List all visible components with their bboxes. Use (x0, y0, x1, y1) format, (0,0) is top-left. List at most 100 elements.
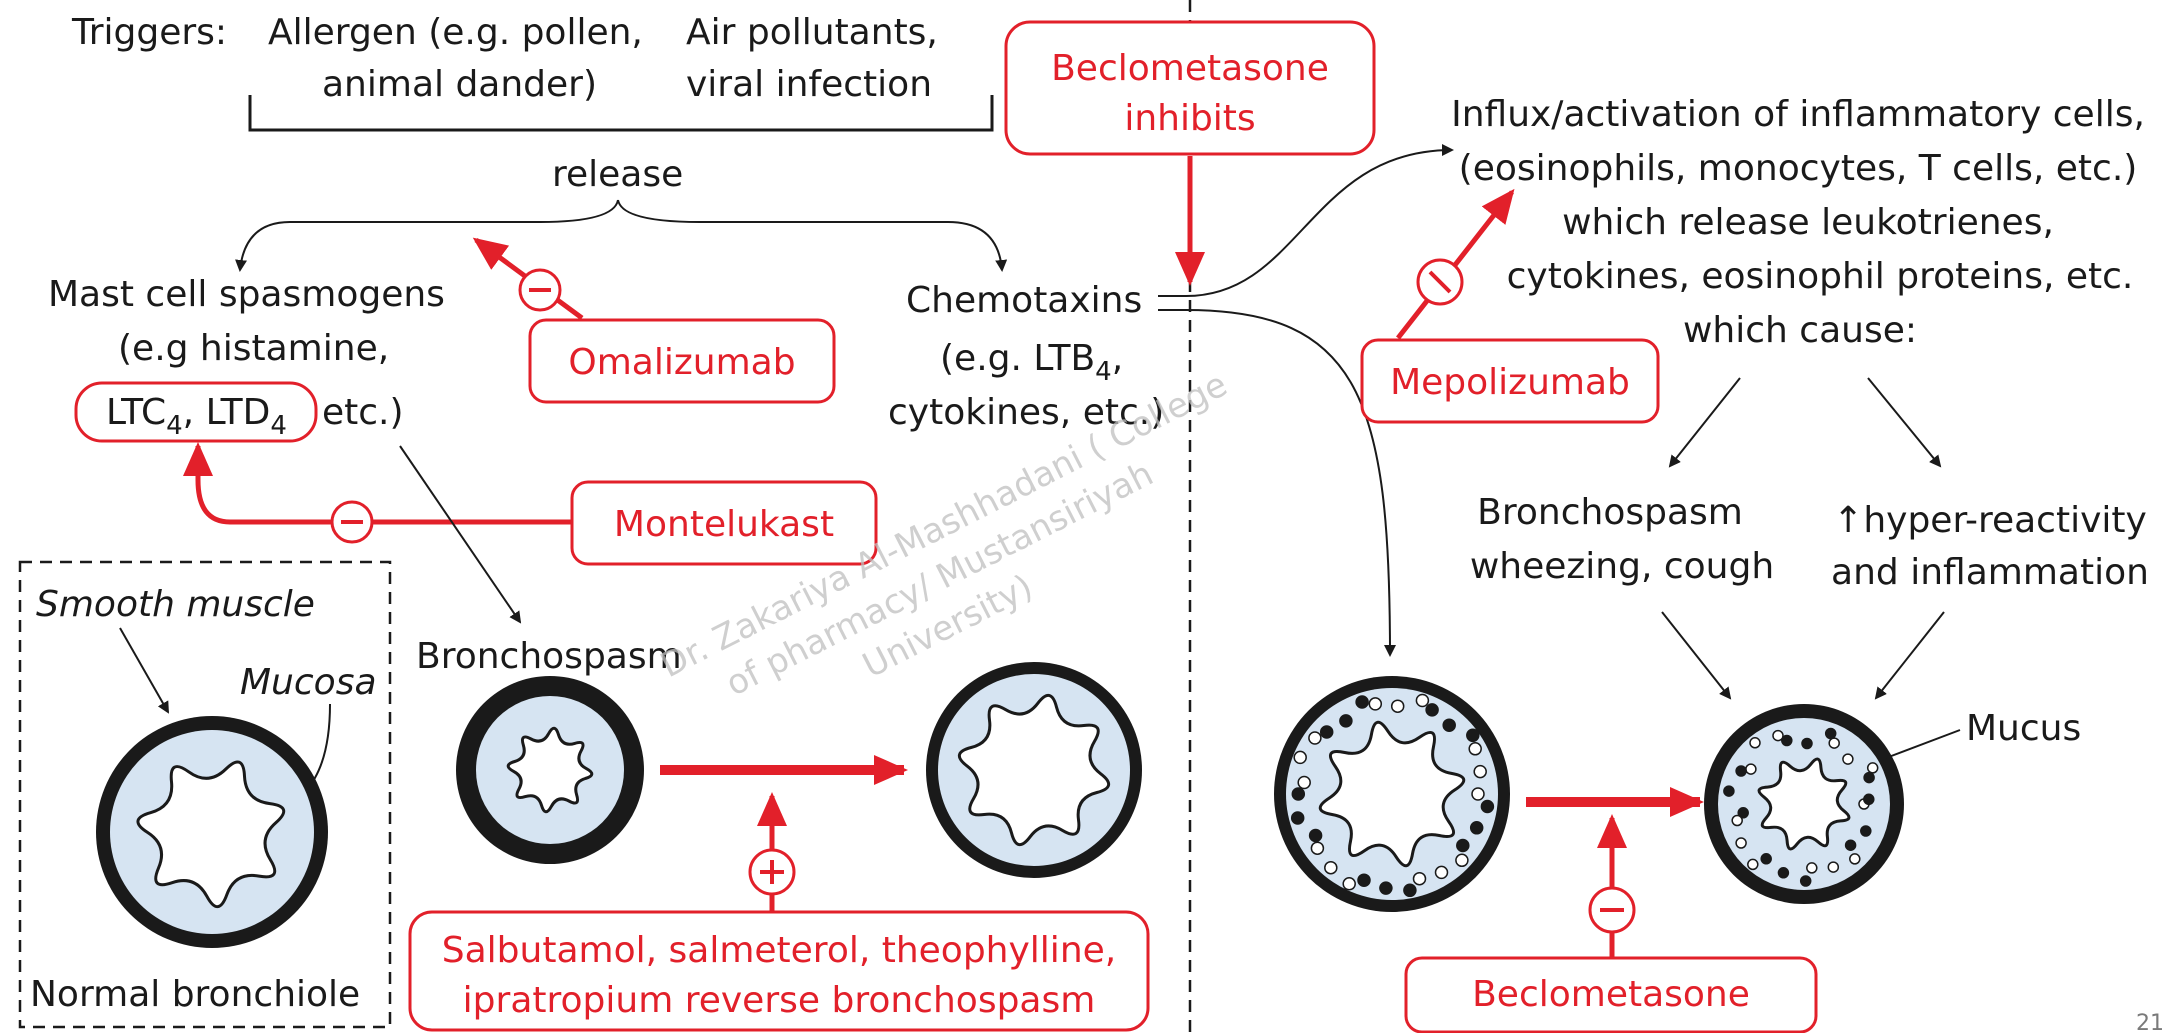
bronchospasm-label: Bronchospasm (416, 636, 682, 677)
bronchodilators-line1: Salbutamol, salmeterol, theophylline, (442, 930, 1116, 971)
inflammatory-cell (1436, 866, 1448, 878)
montelukast-label: Montelukast (614, 504, 834, 545)
arrow-to-influx (1186, 150, 1452, 296)
trigger-pollutants-line1: Air pollutants, (686, 12, 938, 53)
inflammatory-cell (1761, 854, 1771, 864)
influx-line4: cytokines, eosinophil proteins, etc. (1507, 256, 2134, 297)
inflammatory-cell (1864, 794, 1874, 804)
inflammatory-cell (1736, 766, 1746, 776)
inflammatory-cell (1778, 868, 1788, 878)
arrow-bronchospasm-to-mucus (1662, 612, 1730, 698)
inflammatory-cell (1826, 729, 1836, 739)
inflammatory-cell (1343, 878, 1355, 890)
inflammatory-cell (1850, 854, 1860, 864)
normal-bronchiole (96, 716, 328, 948)
inflammatory-cell (1807, 863, 1817, 873)
inflammatory-cell (1481, 801, 1493, 813)
inflammatory-cell (1325, 862, 1337, 874)
inflammatory-cell (1321, 726, 1333, 738)
mucus-bronchiole (1704, 704, 1904, 904)
normal-bronchiole-label: Normal bronchiole (30, 974, 360, 1015)
inflammatory-cell (1467, 729, 1479, 741)
inflammatory-cell (1392, 700, 1404, 712)
inflammatory-cell (1369, 698, 1381, 710)
chemotaxins-label: Chemotaxins (906, 280, 1142, 321)
inflammatory-cell (1843, 754, 1853, 764)
trigger-pollutants-line2: viral infection (686, 64, 932, 105)
inflammatory-cell (1724, 786, 1734, 796)
inflammatory-cell (1310, 830, 1322, 842)
beclometasone-inhibits-line2: inhibits (1124, 98, 1255, 139)
effect-bronchospasm-line2: wheezing, cough (1470, 546, 1774, 587)
mucus-label: Mucus (1966, 708, 2081, 749)
inflammatory-cell (1292, 812, 1304, 824)
inflammatory-cell (1298, 777, 1310, 789)
arrow-to-hyperreactivity-effect (1868, 378, 1940, 466)
inflammatory-cell (1471, 822, 1483, 834)
inflammatory-cell (1380, 882, 1392, 894)
inflammatory-cell (1309, 732, 1321, 744)
inflammatory-cell (1443, 719, 1455, 731)
arrow-to-chemotaxins (618, 200, 1002, 270)
inflammatory-cell (1773, 731, 1783, 741)
inflammatory-cell (1292, 788, 1304, 800)
inflammatory-cell (1426, 704, 1438, 716)
inflammatory-cell (1469, 743, 1481, 755)
inflammatory-cell (1416, 695, 1428, 707)
inflammatory-cell (1356, 696, 1368, 708)
dilated-bronchiole (926, 662, 1142, 878)
beclometasone-label: Beclometasone (1472, 974, 1750, 1015)
inflammatory-cell (1732, 816, 1742, 826)
arrow-hyper-to-mucus (1876, 612, 1944, 698)
smooth-muscle-label: Smooth muscle (36, 584, 315, 625)
inflammatory-cell (1748, 859, 1758, 869)
influx-line5: which cause: (1683, 310, 1917, 351)
beclometasone-inhibits-line1: Beclometasone (1051, 48, 1329, 89)
inflammatory-cell (1746, 764, 1756, 774)
arrow-to-bronchospasm (400, 446, 520, 622)
inflammatory-cell (1311, 842, 1323, 854)
inflammatory-cell (1846, 840, 1856, 850)
effect-hyper-line1: ↑hyper-reactivity (1833, 500, 2147, 541)
inflammatory-cell (1472, 788, 1484, 800)
mucus-pointer (1886, 730, 1960, 758)
mucosa-label: Mucosa (240, 662, 377, 703)
trigger-allergen-line1: Allergen (e.g. pollen, (268, 12, 643, 53)
effect-bronchospasm-line1: Bronchospasm (1477, 492, 1743, 533)
inflammatory-cell (1861, 826, 1871, 836)
mast-cell-etc: etc.) (322, 392, 404, 433)
inflammatory-cell (1294, 751, 1306, 763)
mast-cell-leukotrienes: LTC4, LTD4 (106, 392, 287, 441)
inflammatory-cell (1868, 763, 1878, 773)
influx-line1: Influx/activation of inflammatory cells, (1451, 94, 2145, 135)
triggers-label: Triggers: (71, 12, 227, 53)
chemotaxins-example: (e.g. LTB4, (940, 338, 1123, 387)
mast-cell-line2: (e.g histamine, (118, 328, 389, 369)
arrow-to-inflamed-bronchiole (1186, 310, 1390, 655)
bronchodilators-line2: ipratropium reverse bronchospasm (463, 980, 1096, 1021)
inflammatory-cell (1414, 873, 1426, 885)
inflammatory-cell (1736, 838, 1746, 848)
smooth-muscle-pointer (120, 628, 168, 712)
inflammatory-cell (1340, 715, 1352, 727)
mepolizumab-label: Mepolizumab (1390, 362, 1630, 403)
inflammatory-cell (1750, 738, 1760, 748)
constricted-bronchiole (456, 676, 644, 864)
arrow-to-mast-cell (240, 200, 618, 270)
inflammatory-cell (1457, 840, 1469, 852)
inflammatory-cell (1864, 773, 1874, 783)
montelukast-arrow (198, 446, 572, 522)
arrow-to-bronchospasm-effect (1670, 378, 1740, 466)
inflammatory-cell (1404, 884, 1416, 896)
inflammatory-cell (1829, 738, 1839, 748)
inflammatory-cell (1358, 874, 1370, 886)
inflammatory-cell (1456, 854, 1468, 866)
effect-hyper-line2: and inflammation (1831, 552, 2149, 593)
slide-number: 21 (2136, 1011, 2164, 1033)
mast-cell-line1: Mast cell spasmogens (48, 274, 445, 315)
influx-line2: (eosinophils, monocytes, T cells, etc.) (1459, 148, 2138, 189)
inflammatory-cell (1802, 739, 1812, 749)
omalizumab-label: Omalizumab (568, 342, 795, 383)
release-label: release (552, 154, 683, 195)
